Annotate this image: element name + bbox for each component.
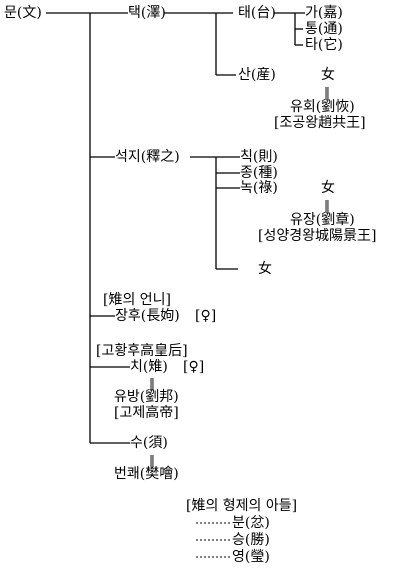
- su-spouse: 번쾌(樊噲): [114, 466, 179, 482]
- janghu-female-sign: [♀]: [195, 308, 217, 324]
- seokji-daughter: 女: [258, 261, 272, 277]
- node-bun: 분(忿): [232, 515, 270, 531]
- su-marriage-sign: ‖: [149, 453, 155, 467]
- node-yeong: 영(瑩): [232, 549, 270, 565]
- node-chi: 치(雉): [130, 359, 168, 375]
- chi-spouse-title: [고제高帝]: [114, 405, 179, 421]
- chi-marriage-sign: ‖: [149, 376, 155, 390]
- node-seokji: 석지(釋之): [115, 149, 180, 165]
- chi-female-sign: [♀]: [183, 359, 205, 375]
- chi-spouse: 유방(劉邦): [114, 389, 179, 405]
- brothers-sons-note: [雉의 형제의 아들]: [186, 498, 298, 514]
- node-jong: 종(種): [240, 165, 278, 181]
- node-tong: 통(通): [305, 21, 343, 37]
- node-ta: 타(它): [305, 37, 343, 53]
- san-spouse-title: [조공왕趙共王]: [274, 115, 366, 131]
- node-chik: 칙(則): [240, 149, 278, 165]
- san-daughter: 女: [321, 67, 335, 83]
- node-ga: 가(嘉): [305, 5, 343, 21]
- node-janghu: 장후(長姁): [115, 308, 180, 324]
- san-spouse: 유회(劉恢): [290, 99, 355, 115]
- node-tae: 태(台): [238, 5, 276, 21]
- chi-note: [고황후高皇后]: [96, 343, 188, 359]
- node-taek: 택(澤): [128, 5, 166, 21]
- nok-spouse: 유장(劉章): [290, 212, 355, 228]
- node-seung: 승(勝): [232, 532, 270, 548]
- nok-marriage-sign: ‖: [324, 198, 330, 212]
- san-marriage-sign: ‖: [324, 85, 330, 99]
- nok-spouse-title: [성양경왕城陽景王]: [258, 228, 377, 244]
- janghu-note: [雉의 언니]: [103, 292, 172, 308]
- node-san: 산(産): [238, 67, 276, 83]
- node-nok: 녹(祿): [240, 180, 278, 196]
- node-su: 수(須): [130, 435, 168, 451]
- nok-daughter: 女: [321, 180, 335, 196]
- root-node: 문(文): [4, 5, 42, 21]
